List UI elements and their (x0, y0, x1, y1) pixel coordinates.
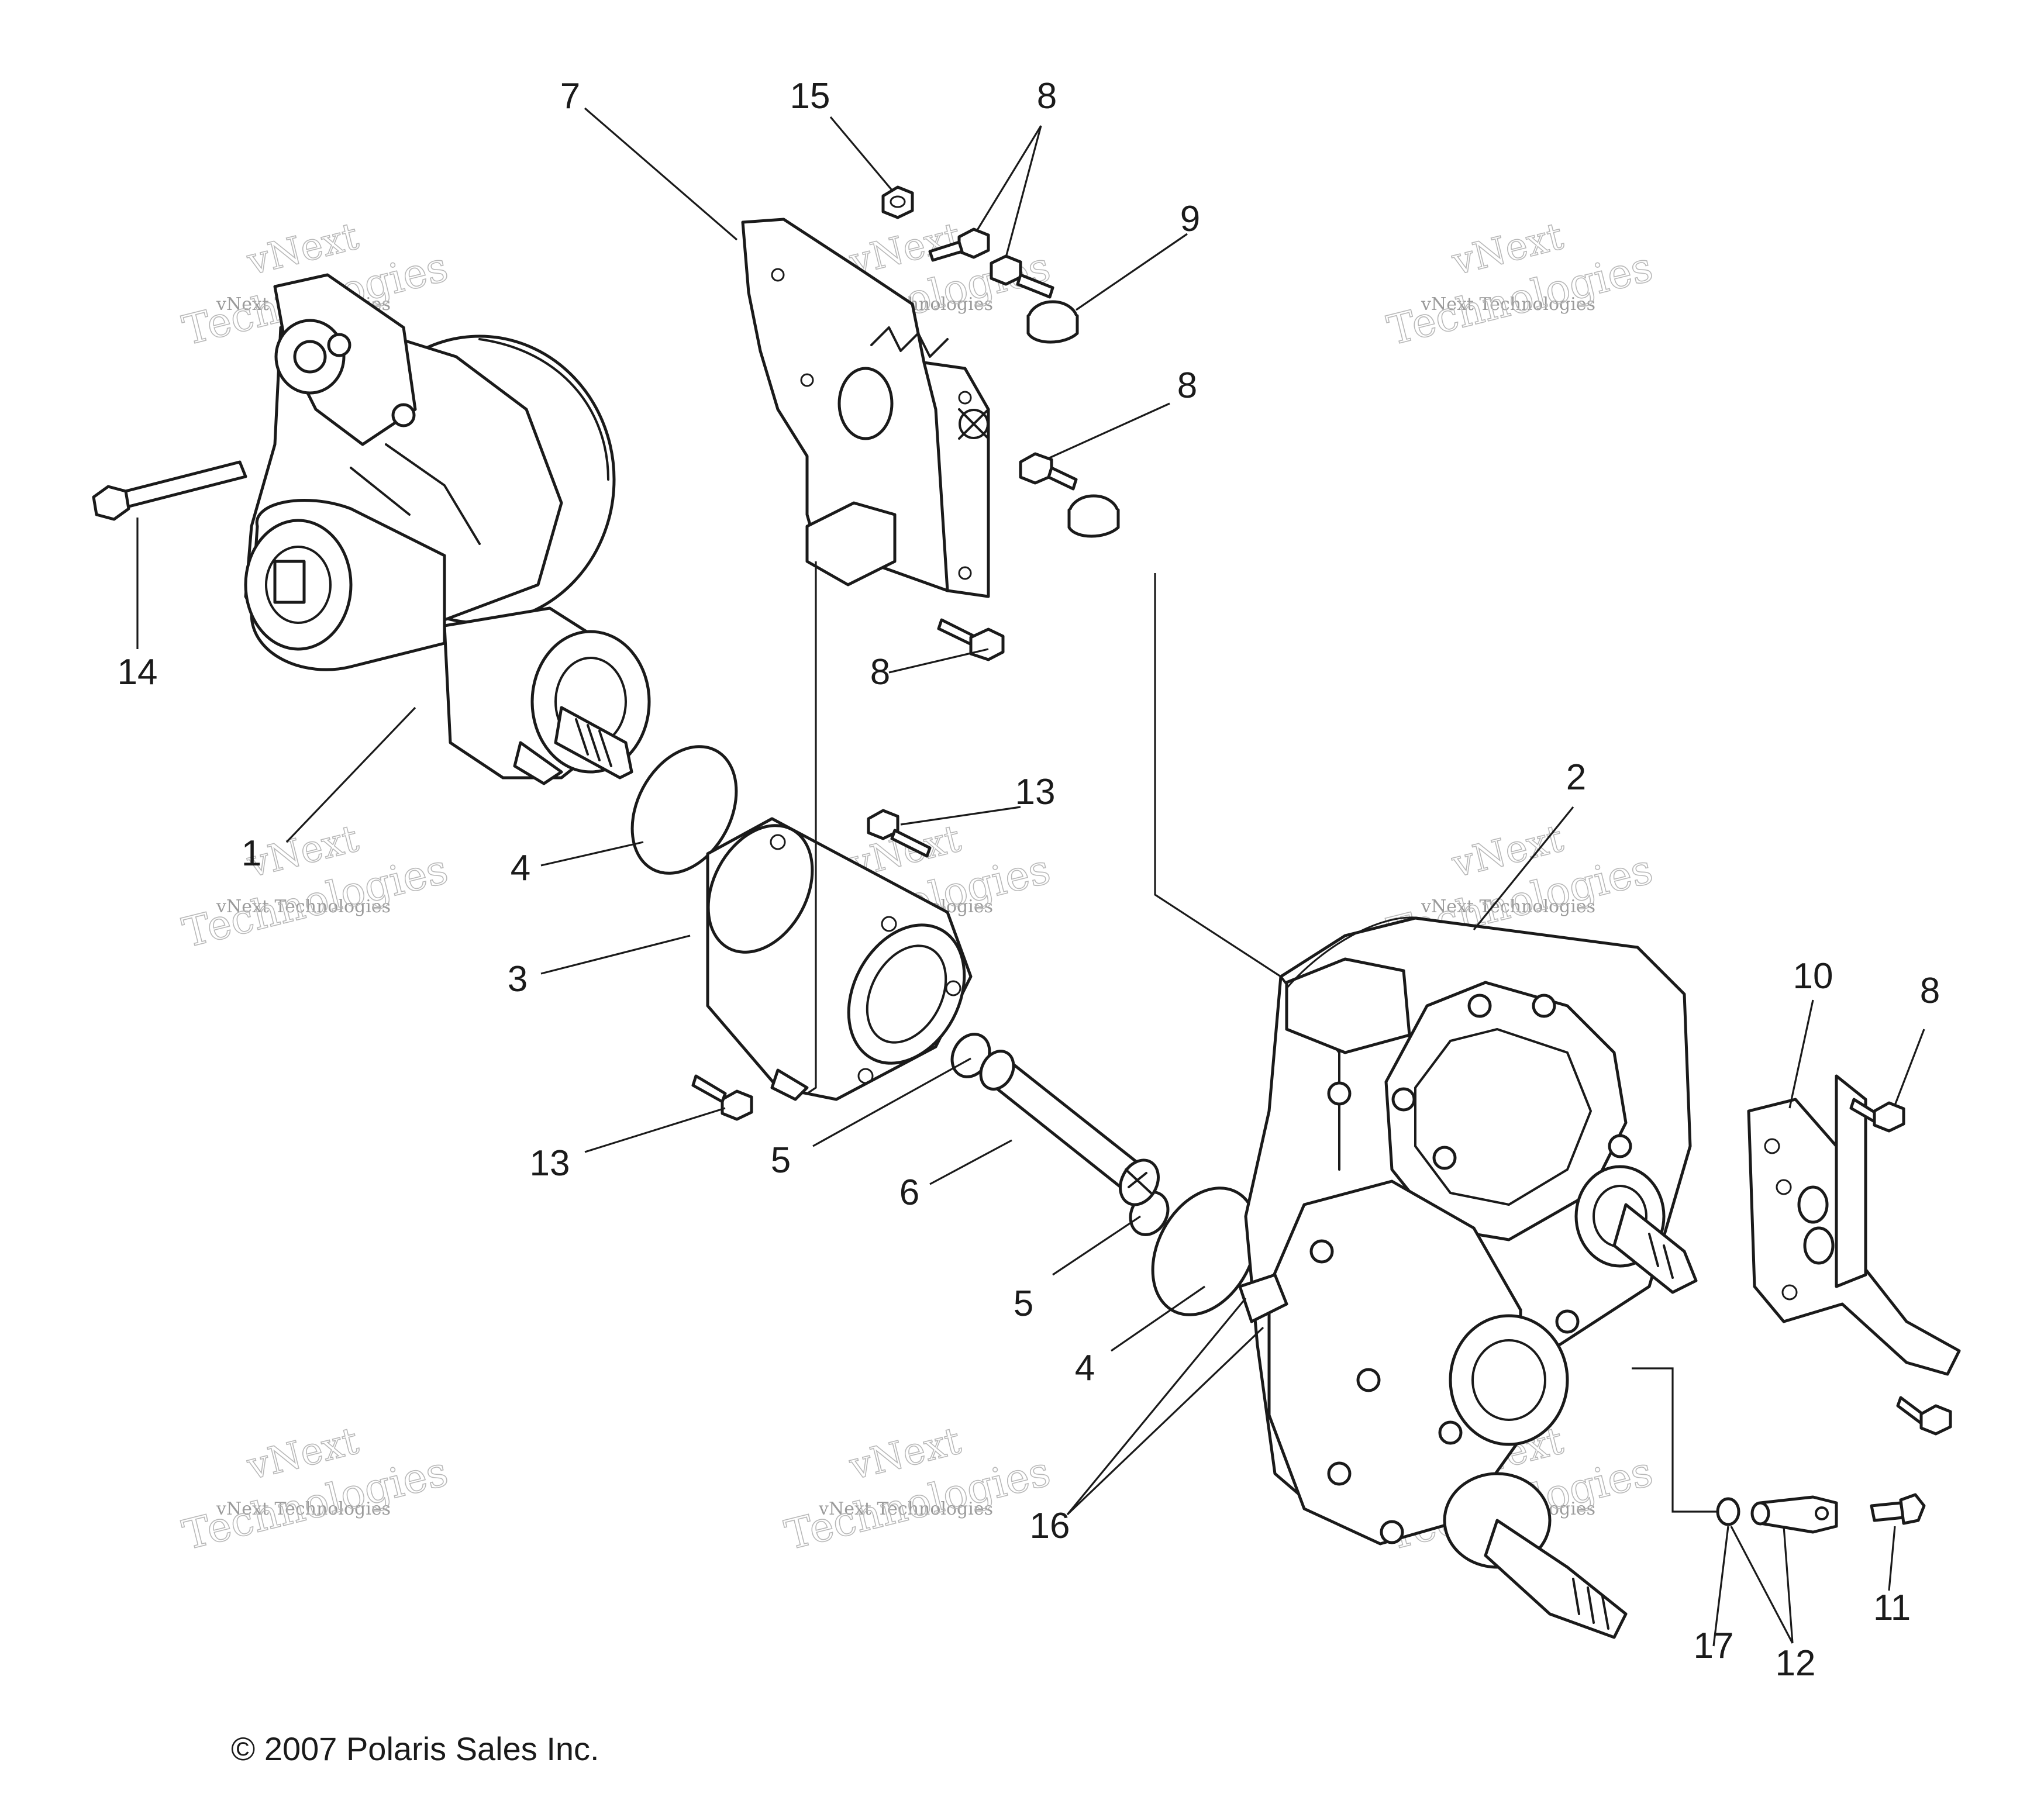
callout-8: 8 (1037, 76, 1057, 116)
bolts-13 (691, 809, 932, 1121)
watermark: vNext vNext Technologies Technologies (177, 1419, 453, 1560)
callout-3: 3 (508, 959, 528, 999)
shaft-tube (979, 1050, 1160, 1206)
transmission-assembly (1238, 916, 1698, 1639)
callout-13: 13 (530, 1143, 570, 1184)
o-ring-4-upper (630, 745, 738, 875)
front-gearcase-assembly (92, 273, 651, 785)
svg-text:vNext Technologies: vNext Technologies (818, 1499, 993, 1519)
callout-10: 10 (1793, 956, 1833, 996)
leader-lines (136, 107, 1925, 1647)
watermark: vNext vNext Technologies Technologies (177, 816, 453, 957)
callout-6: 6 (899, 1172, 919, 1213)
bolts-right (1849, 1098, 1952, 1436)
svg-text:vNext Technologies: vNext Technologies (1421, 896, 1595, 917)
callout-8: 8 (1177, 365, 1197, 406)
svg-text:vNext Technologies: vNext Technologies (1421, 294, 1595, 315)
callout-4: 4 (1075, 1348, 1095, 1388)
callout-9: 9 (1180, 199, 1200, 239)
callout-5: 5 (1014, 1284, 1033, 1324)
svg-text:vNext Technologies: vNext Technologies (216, 1499, 391, 1519)
callout-14: 14 (118, 652, 158, 692)
callout-15: 15 (790, 76, 830, 116)
callout-5: 5 (771, 1140, 791, 1181)
callout-11: 11 (1873, 1588, 1911, 1628)
callout-2: 2 (1566, 757, 1586, 798)
callout-13: 13 (1015, 772, 1056, 812)
right-bracket (1747, 1074, 1961, 1376)
speed-sensor-assembly (1716, 1493, 1926, 1534)
callout-labels: 7 15 8 8 9 8 14 13 1 4 3 13 2 10 8 5 6 5… (118, 76, 1940, 1684)
callout-16: 16 (1030, 1506, 1070, 1546)
nut-15 (881, 185, 914, 219)
callout-4: 4 (511, 848, 530, 888)
callout-1: 1 (242, 833, 261, 874)
o-ring-4-lower (1151, 1186, 1259, 1316)
copyright-text: © 2007 Polaris Sales Inc. (231, 1730, 599, 1767)
callout-8: 8 (1920, 971, 1940, 1011)
callout-12: 12 (1776, 1643, 1816, 1684)
callout-17: 17 (1694, 1626, 1734, 1666)
mount-bracket (741, 218, 990, 598)
callout-8: 8 (870, 652, 890, 692)
callout-7: 7 (560, 76, 580, 116)
watermark: vNext vNext Technologies Technologies (780, 1419, 1055, 1560)
watermark: vNext vNext Technologies Technologies (1382, 214, 1657, 355)
svg-text:vNext Technologies: vNext Technologies (216, 896, 391, 917)
coupler-housing (706, 817, 973, 1101)
